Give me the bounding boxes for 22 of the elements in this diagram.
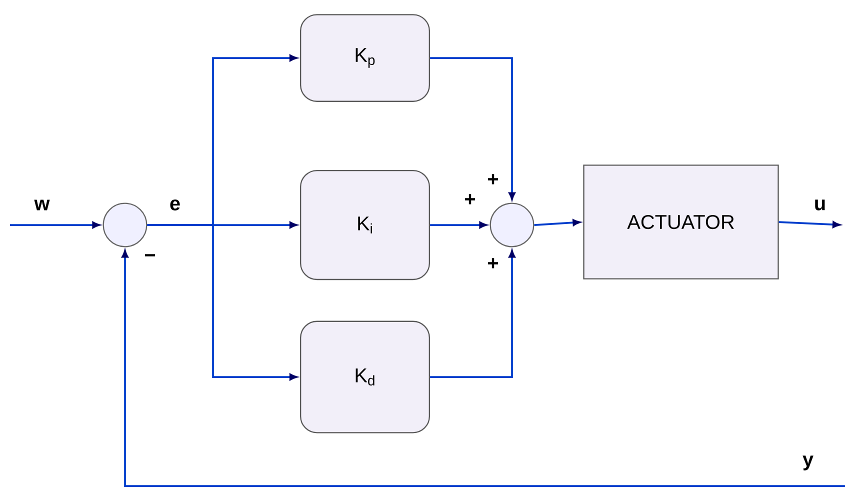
arrow — [430, 250, 516, 378]
arrow — [778, 221, 840, 228]
gain-block: K$_{p}$ — [300, 14, 430, 102]
sign-label: + — [488, 174, 498, 184]
sign-label: − — [145, 254, 156, 256]
arrow — [10, 222, 100, 228]
actuator-box: ACTUATOR — [583, 164, 779, 280]
gain-block: K$_{d}$ — [300, 320, 430, 434]
signal-label: u — [812, 198, 828, 212]
arrow — [122, 250, 845, 487]
gain-block: K$_{i}$ — [300, 170, 430, 280]
arrow — [534, 219, 580, 226]
sign-label: + — [465, 194, 476, 204]
arrow — [430, 222, 487, 228]
signal-label: w — [33, 198, 51, 212]
summing-junction — [102, 202, 148, 248]
sign-label: + — [488, 258, 498, 268]
summing-junction — [490, 202, 534, 248]
arrow — [147, 224, 298, 380]
arrow — [430, 57, 516, 200]
signal-label: y — [801, 454, 815, 472]
signal-label: e — [170, 200, 180, 210]
